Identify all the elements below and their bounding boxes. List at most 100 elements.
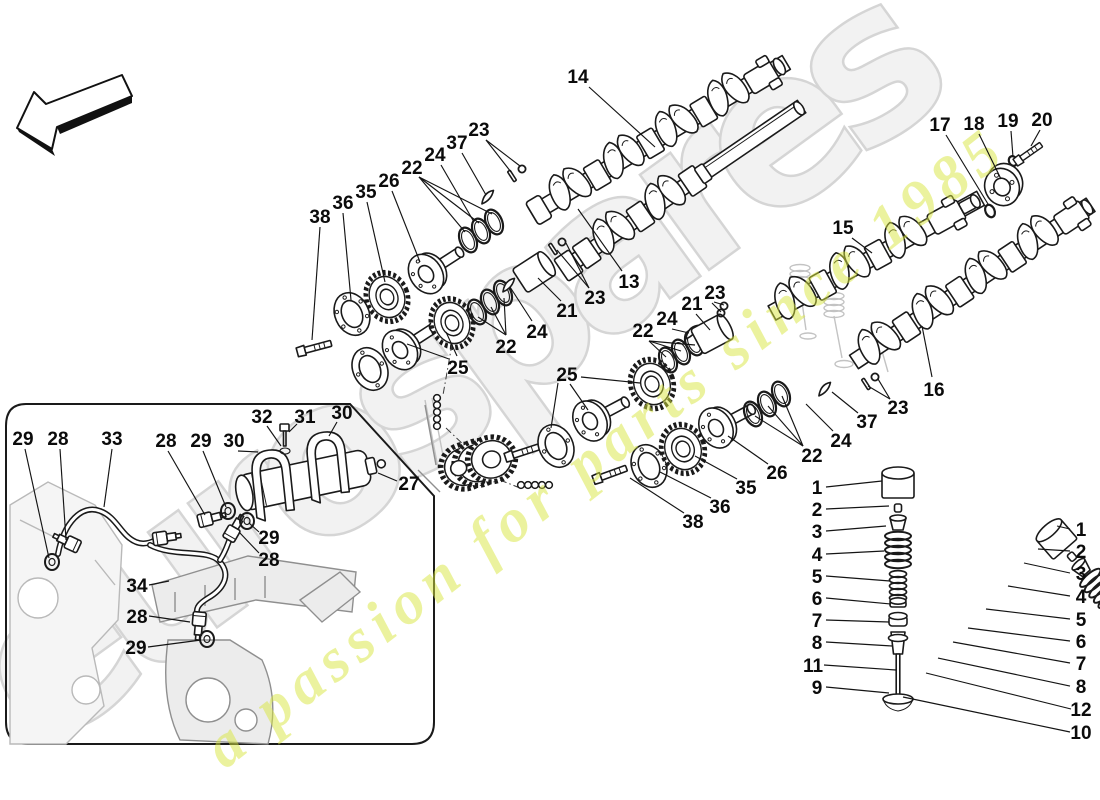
bolt-20 xyxy=(1012,140,1045,168)
leader-line-4 xyxy=(1007,585,1071,597)
part-label-28: 28 xyxy=(47,429,68,450)
part-label-8: 8 xyxy=(1076,677,1087,698)
part-label-7: 7 xyxy=(812,611,823,632)
leader-line-2 xyxy=(1037,548,1071,552)
leader-line-23 xyxy=(867,385,891,400)
leader-line-23 xyxy=(713,301,725,306)
leader-line-30 xyxy=(328,421,338,437)
leader-line-1 xyxy=(825,480,883,488)
leader-line-24 xyxy=(671,328,690,334)
ring-17 xyxy=(983,203,997,219)
leader-line-20 xyxy=(1030,129,1041,147)
pin-ring-23 xyxy=(870,372,880,382)
camshaft-13 xyxy=(553,99,807,283)
leader-line-31 xyxy=(288,423,298,433)
leader-line-14 xyxy=(588,86,656,148)
leader-line-38 xyxy=(311,226,321,341)
part-label-29: 29 xyxy=(12,429,33,450)
leader-line-2 xyxy=(825,505,890,510)
leader-line-6 xyxy=(825,597,892,605)
part-label-31: 31 xyxy=(294,407,316,428)
leader-line-23 xyxy=(485,139,521,167)
part-label-21: 21 xyxy=(681,294,703,315)
part-label-7: 7 xyxy=(1076,654,1087,675)
part-label-2: 2 xyxy=(1076,542,1087,563)
ghost-oil-pump xyxy=(151,404,441,745)
part-label-10: 10 xyxy=(1070,723,1091,744)
part-label-4: 4 xyxy=(812,545,823,566)
watermark-brand: eurospares xyxy=(0,0,994,799)
chain-sprocket-cluster xyxy=(437,434,519,492)
camshaft-15 xyxy=(767,190,986,322)
direction-arrow xyxy=(16,74,133,156)
leader-line-19 xyxy=(1010,130,1014,158)
part-label-22: 22 xyxy=(401,158,422,179)
part-label-23: 23 xyxy=(887,398,908,419)
part-label-36: 36 xyxy=(709,497,730,518)
part-label-16: 16 xyxy=(923,380,944,401)
leader-line-6 xyxy=(967,627,1071,642)
leader-line-5 xyxy=(985,608,1071,620)
leader-line-22 xyxy=(490,306,507,336)
leader-line-25 xyxy=(580,376,641,384)
part-label-32: 32 xyxy=(251,407,272,428)
part-label-14: 14 xyxy=(567,67,589,88)
part-label-38: 38 xyxy=(309,207,330,228)
part-label-36: 36 xyxy=(332,193,353,214)
leader-line-24 xyxy=(509,286,533,322)
part-label-29: 29 xyxy=(190,431,211,452)
part-label-35: 35 xyxy=(355,182,377,203)
part-label-5: 5 xyxy=(1076,610,1087,631)
inset-box xyxy=(5,403,441,745)
seal-ring-24 xyxy=(767,377,795,411)
leader-line-22 xyxy=(781,395,804,447)
part-label-3: 3 xyxy=(1076,564,1087,585)
part-label-25: 25 xyxy=(556,365,578,386)
wedge-37 xyxy=(814,380,835,398)
leader-line-36 xyxy=(659,471,712,499)
part-label-9: 9 xyxy=(812,678,823,699)
part-label-8: 8 xyxy=(812,633,823,654)
leader-line-35 xyxy=(366,201,386,283)
leader-line-29 xyxy=(24,448,50,559)
part-label-24: 24 xyxy=(424,145,446,166)
part-label-5: 5 xyxy=(812,567,823,588)
cam15-end-parts xyxy=(983,140,1045,219)
leader-line-32 xyxy=(266,425,282,447)
part-label-23: 23 xyxy=(584,288,605,309)
part-label-37: 37 xyxy=(446,133,467,154)
part-label-22: 22 xyxy=(801,446,822,467)
part-label-34: 34 xyxy=(126,576,148,597)
leader-line-22 xyxy=(418,176,493,215)
part-label-29: 29 xyxy=(258,528,279,549)
leader-line-22 xyxy=(648,340,682,352)
leader-line-22 xyxy=(648,340,667,358)
leader-line-33 xyxy=(103,448,113,508)
part-label-35: 35 xyxy=(735,478,757,499)
leader-line-1 xyxy=(1056,525,1071,530)
leader-line-22 xyxy=(648,340,696,346)
flange-18 xyxy=(983,162,1024,207)
part-label-37: 37 xyxy=(856,412,877,433)
leader-line-22 xyxy=(754,415,804,447)
bolt-31 xyxy=(279,423,290,447)
leader-line-16 xyxy=(921,325,933,378)
leader-line-22 xyxy=(503,297,507,336)
part-label-29: 29 xyxy=(125,638,146,659)
pin-23 xyxy=(860,377,872,391)
part-label-1: 1 xyxy=(1076,520,1087,541)
leader-line-23 xyxy=(877,378,891,400)
leader-line-15 xyxy=(851,237,873,254)
leader-line-26 xyxy=(391,190,421,263)
part-label-23: 23 xyxy=(704,283,725,304)
camshaft-16 xyxy=(848,196,1096,370)
leader-line-18 xyxy=(978,133,1002,180)
leader-line-21 xyxy=(695,313,711,331)
part-label-19: 19 xyxy=(997,111,1018,132)
leader-line-9 xyxy=(825,686,890,694)
part-label-22: 22 xyxy=(632,321,653,342)
leader-line-17 xyxy=(945,134,989,205)
part-label-18: 18 xyxy=(963,114,984,135)
leader-line-28 xyxy=(238,531,260,554)
